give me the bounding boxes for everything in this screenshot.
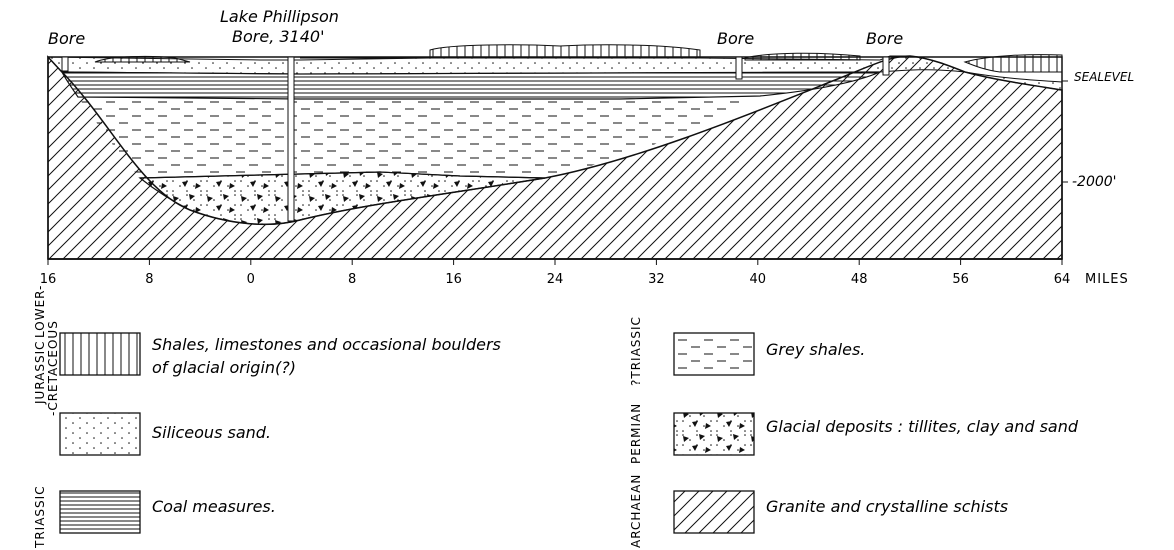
- bore-hole: [735, 56, 743, 80]
- axis-tick-label: 8: [348, 272, 356, 287]
- legend-label-siliceous-sand: Siliceous sand.: [152, 423, 271, 442]
- bore-label: Lake Phillipson: [220, 7, 339, 26]
- grey-shales-layer: [78, 96, 760, 178]
- bore-label: Bore: [717, 29, 754, 48]
- legend-label-shales-limestones: Shales, limestones and occasional boulde…: [152, 335, 501, 354]
- legend-swatch-coal-measures: [59, 490, 141, 534]
- axis-tick-label: 0: [247, 272, 255, 287]
- axis-tick-label: 16: [445, 272, 462, 287]
- age-label-q-triassic: ?TRIASSIC: [629, 316, 643, 386]
- coal-measures-layer: [61, 71, 881, 100]
- axis-tick-label: 32: [648, 272, 665, 287]
- sealevel-label: SEALEVEL: [1074, 70, 1134, 84]
- axis-tick-label: 8: [145, 272, 153, 287]
- age-label-lower: LOWER-: [33, 285, 47, 338]
- axis-tick-label: 24: [547, 272, 564, 287]
- axis-tick-label: 48: [851, 272, 868, 287]
- siliceous-sand-layer: [46, 55, 1063, 91]
- bore-hole: [882, 56, 890, 76]
- legend-swatch-glacial-deposits: [673, 412, 755, 456]
- legend-swatch-shales-limestones: [59, 332, 141, 376]
- bore-label: Bore, 3140': [232, 27, 324, 46]
- age-label-triassic: TRIASSIC: [33, 485, 47, 549]
- bore-label: Bore: [48, 29, 85, 48]
- age-label-permian: PERMIAN: [629, 403, 643, 464]
- bore-hole: [287, 56, 295, 222]
- axis-unit-label: MILES: [1085, 272, 1129, 287]
- shales-limestones-cap: [94, 55, 191, 63]
- legend-swatch-grey-shales: [673, 332, 755, 376]
- legend-label-coal-measures: Coal measures.: [152, 497, 276, 516]
- distance-axis: MILES 16 8 0 8 16 24 32 40 48 56 64: [40, 258, 1129, 287]
- legend-label-shales-limestones-line2: of glacial origin(?): [152, 358, 296, 377]
- bore-hole: [61, 56, 69, 72]
- cross-section: Bore Lake Phillipson Bore, 3140' Bore Bo…: [46, 7, 1134, 260]
- axis-tick-label: 16: [40, 272, 57, 287]
- axis-tick-label: 40: [750, 272, 767, 287]
- depth-2000-label: -2000': [1072, 174, 1117, 190]
- legend-swatch-granite: [673, 490, 755, 534]
- legend: JURASSIC LOWER- -CRETACEOUS TRIASSIC ?TR…: [33, 285, 1079, 549]
- axis-tick-label: 56: [952, 272, 969, 287]
- age-label-cretaceous: -CRETACEOUS: [46, 320, 60, 416]
- age-label-archaean: ARCHAEAN: [629, 474, 643, 548]
- axis-tick-label: 64: [1054, 272, 1071, 287]
- legend-label-glacial-deposits: Glacial deposits : tillites, clay and sa…: [766, 417, 1079, 436]
- legend-swatch-siliceous-sand: [59, 412, 141, 456]
- legend-label-grey-shales: Grey shales.: [766, 340, 865, 359]
- legend-label-granite: Granite and crystalline schists: [766, 497, 1008, 516]
- bore-label: Bore: [866, 29, 903, 48]
- glacial-deposits-layer: [138, 171, 546, 225]
- age-label-jurassic: JURASSIC: [33, 340, 47, 405]
